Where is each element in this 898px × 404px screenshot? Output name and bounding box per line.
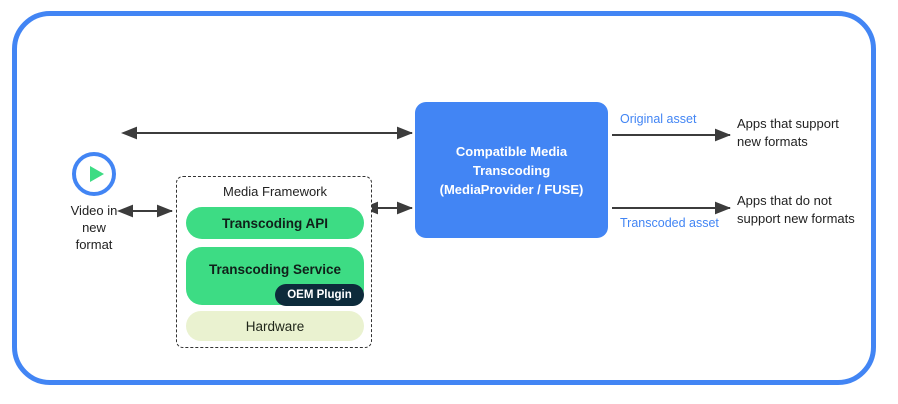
video-source-label: Video in new format	[70, 203, 118, 252]
transcoded-asset-label: Transcoded asset	[620, 216, 719, 230]
layer-transcoding-api[interactable]: Transcoding API	[186, 207, 364, 239]
apps-support-label: Apps that support new formats	[737, 116, 839, 149]
play-triangle-icon	[90, 166, 104, 182]
play-circle-icon	[72, 152, 116, 196]
media-framework-title: Media Framework	[222, 184, 328, 199]
original-asset-label: Original asset	[620, 112, 697, 126]
compatible-media-transcoding-box[interactable]: Compatible Media Transcoding (MediaProvi…	[415, 102, 608, 238]
oem-plugin-badge[interactable]: OEM Plugin	[275, 284, 364, 306]
apps-no-support-label: Apps that do not support new formats	[737, 193, 855, 226]
media-framework-container: Media Framework Transcoding API Transcod…	[176, 176, 372, 348]
layer-hardware[interactable]: Hardware	[186, 311, 364, 341]
